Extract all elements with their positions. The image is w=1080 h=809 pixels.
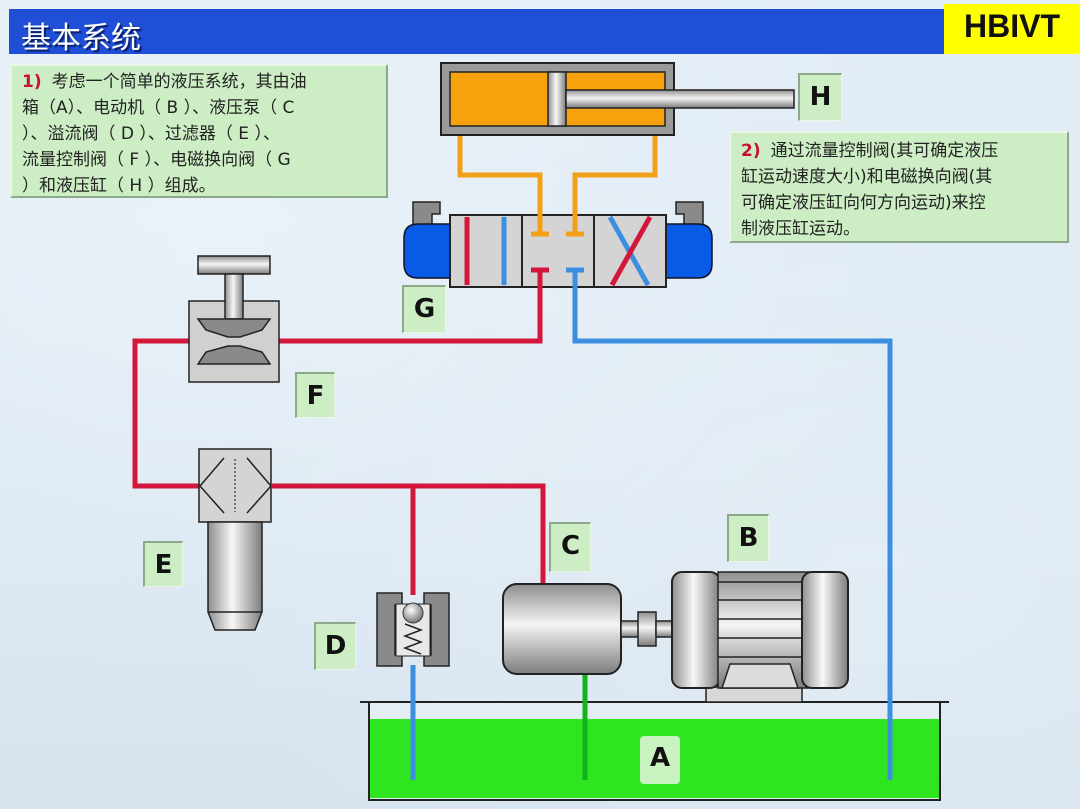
filter-arrows xyxy=(199,457,272,514)
hydraulic-pump xyxy=(502,583,673,675)
return-line xyxy=(572,270,893,780)
note-2-text: 通过流量控制阀(其可确定液压 xyxy=(770,141,999,161)
label-filter-e: E xyxy=(143,541,183,587)
motor-foot xyxy=(720,663,800,689)
flow-valve-knob xyxy=(197,255,271,275)
note-1-line: 1) 考虑一个简单的液压系统，其由油 xyxy=(22,69,378,95)
filter-bowl xyxy=(207,521,263,631)
note-1-line: 流量控制阀（ F ）、电磁换向阀（ G xyxy=(22,150,291,170)
motor-fins xyxy=(718,581,810,658)
filter xyxy=(198,448,272,631)
label-motor-b: B xyxy=(727,514,769,562)
note-1-number: 1) xyxy=(22,72,42,92)
flow-valve-lower-wedge xyxy=(196,345,272,365)
note-2-line: 2) 通过流量控制阀(其可确定液压 xyxy=(741,138,1059,164)
note-1-line: ）、溢流阀（ D ）、过滤器（ E ）、 xyxy=(22,124,280,144)
motor-end-left xyxy=(671,571,721,689)
relief-valve-left xyxy=(376,592,403,667)
label-relief-valve-d: D xyxy=(314,622,356,670)
relief-valve-ball xyxy=(402,602,424,624)
note-2-number: 2) xyxy=(741,141,761,161)
solenoid-right xyxy=(665,223,713,279)
relief-valve xyxy=(376,592,450,667)
flow-control-valve xyxy=(188,255,280,383)
pump-body xyxy=(502,583,622,675)
note-1-text: 考虑一个简单的液压系统，其由油 xyxy=(51,72,307,92)
motor-shaft xyxy=(655,620,673,638)
label-valve-g: G xyxy=(402,285,446,333)
solenoid-valve xyxy=(403,190,713,290)
filter-head xyxy=(198,448,272,523)
valve-cross-pressure xyxy=(609,215,653,287)
coupling xyxy=(637,611,657,647)
motor-base xyxy=(705,686,803,703)
valve-blocked-p xyxy=(531,267,549,290)
flow-valve-upper-wedge xyxy=(196,318,272,338)
note-2: 2) 通过流量控制阀(其可确定液压 缸运动速度大小)和电磁换向阀(其 可确定液压缸… xyxy=(729,131,1069,243)
pressure-line-lower xyxy=(272,483,546,587)
note-1-line: ）和液压缸（ H ）组成。 xyxy=(22,176,216,196)
solenoid-left xyxy=(403,223,451,279)
valve-blocked-a xyxy=(531,190,549,237)
hydraulic-cylinder xyxy=(440,62,795,136)
note-2-line: 可确定液压缸向何方向运动)来控 xyxy=(741,193,986,213)
valve-blocked-b xyxy=(566,190,584,237)
page-title: 基本系统 xyxy=(21,21,141,56)
pressure-line-upper xyxy=(132,270,543,489)
label-cylinder-h: H xyxy=(798,73,842,121)
logo-badge: HBIVT xyxy=(944,4,1080,54)
pipes xyxy=(132,128,893,780)
relief-valve-right xyxy=(423,592,450,667)
label-pump-c: C xyxy=(549,522,591,572)
logo-text: HBIVT xyxy=(964,8,1060,44)
piston-rod xyxy=(565,89,795,109)
label-flow-valve-f: F xyxy=(295,372,335,418)
relief-valve-chamber xyxy=(395,603,431,657)
valve-cap-left xyxy=(412,201,441,227)
motor-end-right xyxy=(801,571,849,689)
valve-blocked-t xyxy=(566,267,584,290)
relief-valve-spring xyxy=(402,623,424,655)
flow-valve-stem xyxy=(224,273,244,320)
valve-cap-right xyxy=(675,201,704,227)
note-1: 1) 考虑一个简单的液压系统，其由油 箱（A）、电动机（ B ）、液压泵（ C ）… xyxy=(10,64,388,198)
note-2-line: 缸运动速度大小)和电磁换向阀(其 xyxy=(741,167,993,187)
note-1-line: 箱（A）、电动机（ B ）、液压泵（ C xyxy=(22,98,295,118)
tank-outline xyxy=(360,701,949,801)
note-2-line: 制液压缸运动。 xyxy=(741,219,860,239)
electric-motor xyxy=(671,571,849,703)
label-tank-a: A xyxy=(640,736,680,784)
piston xyxy=(547,71,567,127)
title-bar: 基本系统 xyxy=(9,9,946,56)
